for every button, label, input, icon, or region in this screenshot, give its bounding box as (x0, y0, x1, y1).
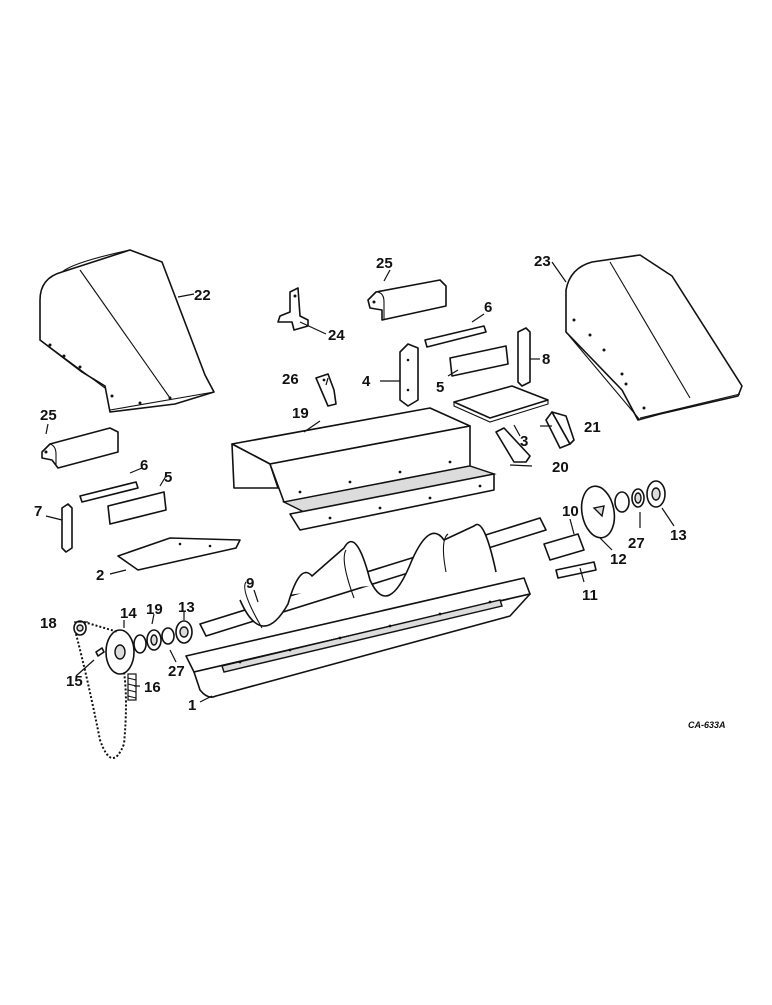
callout-4: 4 (362, 373, 371, 390)
part-25-upper-cover (367, 279, 447, 321)
callout-27-right: 27 (628, 535, 645, 552)
callout-16: 16 (144, 679, 161, 696)
part-5-lower-plate (107, 491, 167, 525)
part-23-right-hood (565, 254, 743, 421)
callout-5-upper: 5 (436, 379, 444, 396)
part-3-shelf-plate (453, 385, 549, 423)
part-14-sprocket (105, 629, 135, 675)
part-5-upper-plate (449, 345, 509, 377)
part-24-bracket (277, 287, 309, 331)
part-10-plate (543, 533, 585, 561)
part-22-left-hood (39, 249, 215, 413)
part-15-key (95, 647, 105, 657)
part-26-bracket (315, 373, 337, 407)
callout-14: 14 (120, 605, 137, 622)
part-19-main-housing (231, 407, 497, 531)
part-20-brace (495, 427, 531, 463)
callout-21: 21 (584, 419, 601, 436)
part-bearings-left (133, 620, 193, 654)
callout-25-lower: 25 (40, 407, 57, 424)
callout-22: 22 (194, 287, 211, 304)
callout-6-upper: 6 (484, 299, 492, 316)
part-6-lower-strip (79, 481, 139, 503)
callout-27-left: 27 (168, 663, 185, 680)
callout-19: 19 (292, 405, 309, 422)
callout-5-lower: 5 (164, 469, 172, 486)
callout-13-left: 13 (178, 599, 195, 616)
leader-lines (45, 261, 675, 703)
part-9-auger (199, 517, 547, 637)
callout-15: 15 (66, 673, 83, 690)
part-6-upper-strip (424, 325, 487, 348)
callout-12: 12 (610, 551, 627, 568)
callout-23: 23 (534, 253, 551, 270)
callout-8: 8 (542, 351, 550, 368)
callout-26: 26 (282, 371, 299, 388)
callout-17: 18 (40, 615, 57, 632)
part-1-trough (185, 577, 531, 698)
part-2-bottom-plate (117, 537, 241, 571)
part-12-disk (580, 485, 616, 539)
part-7-upright-plate (61, 503, 73, 553)
part-21-brace (545, 411, 575, 449)
callout-20: 20 (552, 459, 569, 476)
callout-6-lower: 6 (140, 457, 148, 474)
part-bearings-right (614, 480, 666, 513)
callout-11: 11 (582, 587, 598, 604)
part-4-upright-plate (399, 343, 419, 407)
drive-chain (75, 621, 127, 759)
callout-25-upper: 25 (376, 255, 393, 272)
callout-3: 3 (520, 433, 528, 450)
callout-7: 7 (34, 503, 42, 520)
callout-10: 10 (562, 503, 579, 520)
part-25-lower-cover (41, 427, 119, 469)
part-11-strip (555, 561, 597, 579)
part-16-spring (127, 673, 137, 701)
part-8-upright-plate (517, 327, 531, 387)
callout-24: 24 (328, 327, 345, 344)
callout-9: 9 (246, 575, 254, 592)
callout-1: 1 (188, 697, 196, 714)
callout-labels: 22 23 25 25 24 6 5 4 8 26 19 3 21 20 6 5… (34, 253, 726, 730)
callout-18: 19 (146, 601, 163, 618)
callout-2: 2 (96, 567, 104, 584)
part-17-small-sprocket (73, 620, 87, 636)
drawing-code: CA-633A (688, 720, 726, 730)
callout-13-right: 13 (670, 527, 687, 544)
